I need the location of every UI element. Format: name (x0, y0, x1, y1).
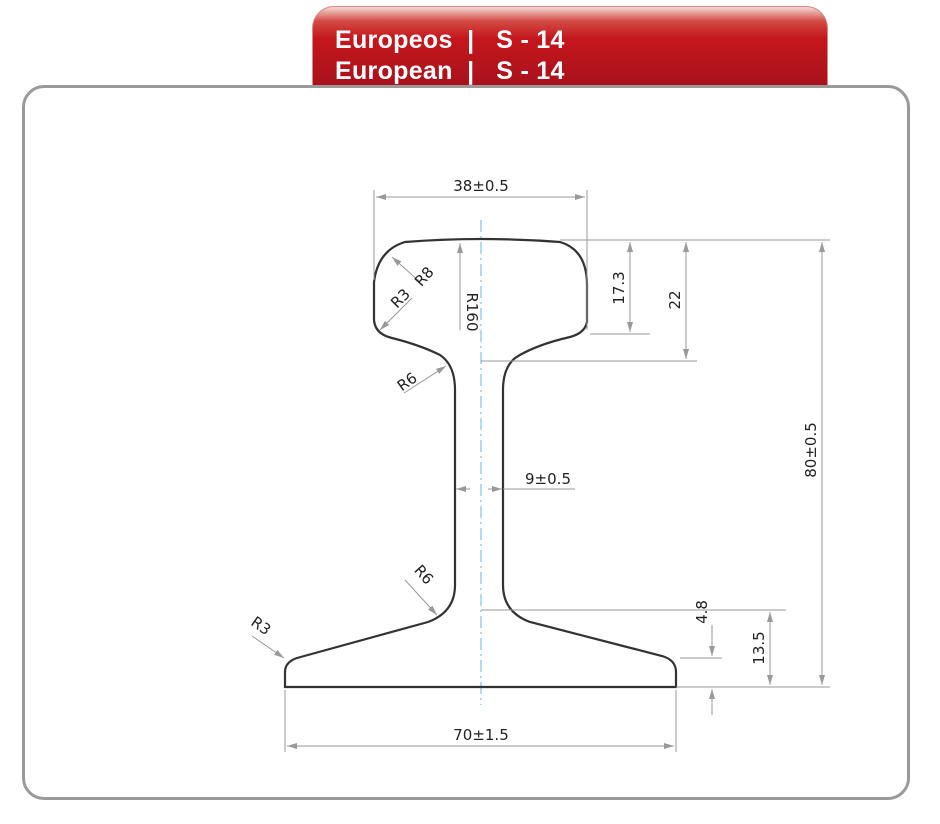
radius-foot: R3 (248, 613, 275, 639)
dim-total-height: 80±0.5 (802, 422, 820, 478)
radius-top: R160 (463, 292, 481, 331)
dim-foot-edge: 4.8 (693, 600, 711, 624)
radius-head-inner: R3 (387, 285, 414, 312)
dim-head-to-web: 22 (666, 290, 684, 309)
dim-base-width: 70±1.5 (453, 726, 509, 744)
title-spanish: Europeos | S - 14 (335, 26, 565, 54)
drawing-frame (22, 85, 910, 800)
dim-web-width: 9±0.5 (525, 470, 571, 488)
radius-web-top: R6 (394, 369, 421, 395)
title-banner: Europeos | S - 14 European | S - 14 (312, 6, 828, 86)
radius-web-bottom: R6 (410, 561, 437, 588)
dim-foot-height: 13.5 (750, 631, 768, 664)
dim-head-width: 38±0.5 (453, 177, 509, 195)
title-english: European | S - 14 (335, 57, 565, 85)
dim-head-height: 17.3 (610, 271, 628, 304)
radius-head-outer: R8 (411, 263, 438, 290)
